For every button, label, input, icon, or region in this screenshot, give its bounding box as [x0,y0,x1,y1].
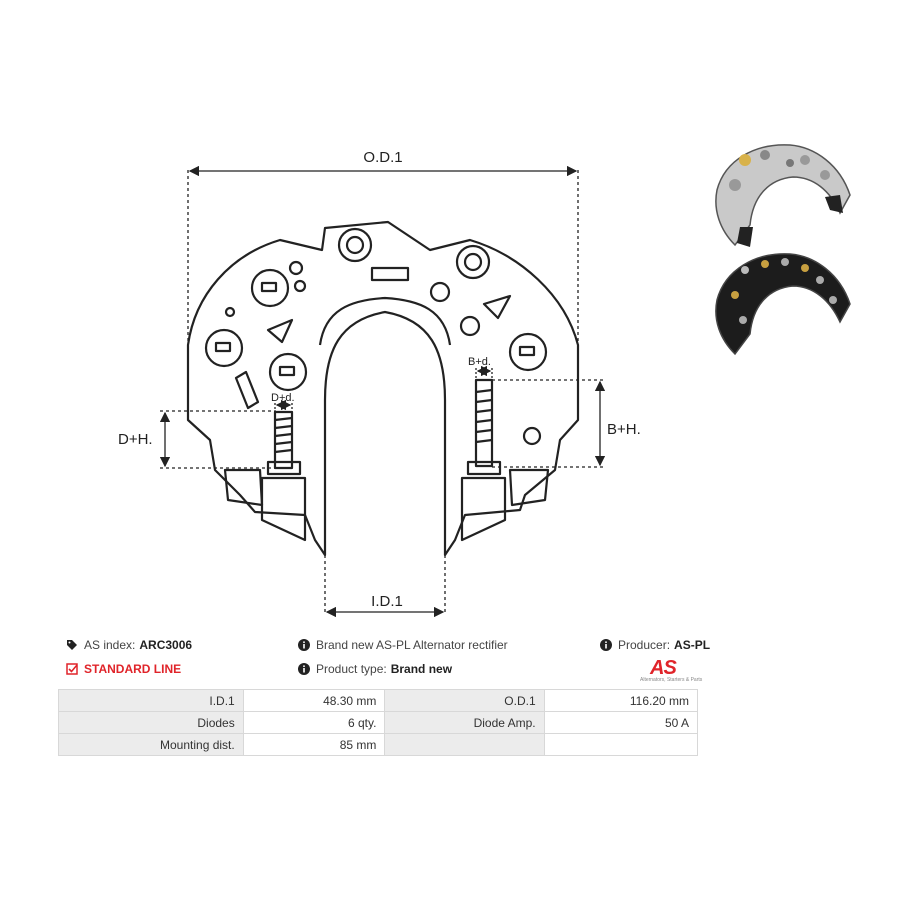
dh-label: D+H. [118,431,153,448]
checkbox-icon [66,663,78,675]
spec-key: Diodes [58,711,244,734]
right-bolt [474,378,494,468]
product-type: Product type: Brand new [298,662,452,676]
as-index: AS index: ARC3006 [66,638,192,652]
spec-key: Diode Amp. [384,711,545,734]
spec-key: O.D.1 [384,689,545,712]
tag-icon [67,640,77,650]
spec-value [543,733,699,756]
spec-value: 48.30 mm [242,689,386,712]
table-row: Diodes 6 qty. Diode Amp. 50 A [58,711,699,734]
info-icon [298,639,310,651]
spec-value: 85 mm [242,733,386,756]
table-row: Mounting dist. 85 mm [58,733,699,756]
producer-value: AS-PL [674,638,711,652]
spec-value: 116.20 mm [543,689,699,712]
standard-line: STANDARD LINE [66,662,181,676]
product-photo-black [715,253,851,356]
product-photo-silver [715,144,851,247]
rectifier-technical-drawing: O.D.1 I.D.1 D+H. B+H. D+d. B+d. [118,149,641,618]
table-row: I.D.1 48.30 mm O.D.1 116.20 mm [58,689,699,712]
spec-key: I.D.1 [58,689,244,712]
spec-value: 6 qty. [242,711,386,734]
spec-key: Mounting dist. [58,733,244,756]
bh-label: B+H. [607,421,641,438]
info-icon [298,663,310,675]
info-icon [600,639,612,651]
as-pl-logo: AS Alternators, Starters & Parts [640,657,703,683]
dd-label: D+d. [271,392,295,404]
left-bolt [273,410,294,470]
specs-table: I.D.1 48.30 mm O.D.1 116.20 mm Diodes 6 … [58,689,699,756]
rectifier-body-outline [186,220,580,557]
as-index-value: ARC3006 [139,638,193,652]
spec-value: 50 A [543,711,699,734]
producer: Producer: AS-PL [600,638,710,652]
bd-label: B+d. [468,356,491,368]
spec-key [384,733,545,756]
od-label: O.D.1 [363,149,402,166]
product-description: Brand new AS-PL Alternator rectifier [298,638,508,652]
id-label: I.D.1 [371,593,403,610]
product-type-value: Brand new [390,662,453,676]
